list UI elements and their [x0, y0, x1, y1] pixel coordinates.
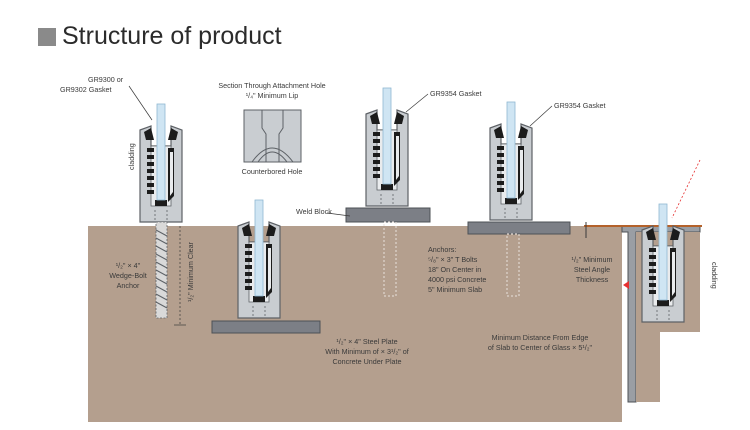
leader-gasket-mid	[405, 93, 429, 113]
label-anchors-1: Anchors:	[428, 245, 456, 254]
embedded-steel-plate	[211, 320, 321, 334]
shoe-t-bolt	[489, 101, 533, 221]
label-steel-plate-3: Concrete Under Plate	[332, 357, 401, 366]
label-cladding-left: cladding	[127, 143, 136, 170]
label-anchors-3: 18" On Center in	[428, 265, 481, 274]
wedge-bolt	[155, 221, 168, 319]
label-gasket-mid: GR9354 Gasket	[430, 89, 482, 98]
label-wedge-3: Anchor	[117, 281, 140, 290]
label-gasket-left-1: GR9300 or	[88, 75, 124, 84]
label-anchors-5: 5" Minimum Slab	[428, 285, 482, 294]
page-header: Structure of product	[38, 22, 282, 51]
angle-dash-line	[671, 159, 701, 219]
label-counterbored: Counterbored Hole	[242, 167, 303, 176]
t-bolt-left	[383, 221, 397, 297]
label-anchors-2: ⁵/₈" × 3" T Bolts	[428, 255, 478, 264]
shoe-side-mount	[641, 203, 685, 323]
label-section-1: Section Through Attachment Hole	[218, 81, 325, 90]
weld-block-plate	[345, 207, 431, 223]
shoe-weld-block	[365, 87, 409, 207]
label-steel-angle-2: Steel Angle	[574, 265, 610, 274]
shoe-steel-plate	[237, 199, 281, 319]
title-square-icon	[38, 27, 56, 46]
surface-steel-plate	[467, 221, 571, 235]
label-wedge-2: Wedge-Bolt	[109, 271, 146, 280]
label-weld-block: Weld Block	[296, 207, 332, 216]
label-steel-plate-1: ¹/₂" × 4" Steel Plate	[336, 337, 397, 346]
label-min-dist-2: of Slab to Center of Glass × 5¹/₂"	[488, 343, 593, 352]
leader-gasket-right	[529, 105, 553, 127]
label-steel-angle-3: Thickness	[576, 275, 609, 284]
label-gasket-right: GR9354 Gasket	[554, 101, 606, 110]
section-detail	[243, 109, 302, 163]
page-title: Structure of product	[62, 22, 282, 50]
label-steel-angle-1: ¹/₂" Minimum	[572, 255, 613, 264]
concrete-slab	[88, 226, 622, 422]
slab-edge-marker-icon	[623, 281, 629, 289]
leader-weld-block	[326, 212, 351, 217]
t-bolt-right	[506, 233, 520, 297]
shoe-wedge-bolt	[139, 103, 183, 223]
label-min-clear: ¹/₂" Minimum Clear	[186, 241, 195, 302]
label-wedge-1: ¹/₂" × 4"	[116, 261, 141, 270]
label-gasket-left-2: GR9302 Gasket	[60, 85, 112, 94]
label-cladding-right: cladding	[710, 262, 719, 289]
label-anchors-4: 4000 psi Concrete	[428, 275, 486, 284]
label-section-2: ¹/₄" Minimum Lip	[246, 91, 299, 100]
leader-gasket-left	[128, 85, 153, 121]
label-min-dist-1: Minimum Distance From Edge	[492, 333, 589, 342]
label-steel-plate-2: With Minimum of × 3¹/₂" of	[325, 347, 408, 356]
